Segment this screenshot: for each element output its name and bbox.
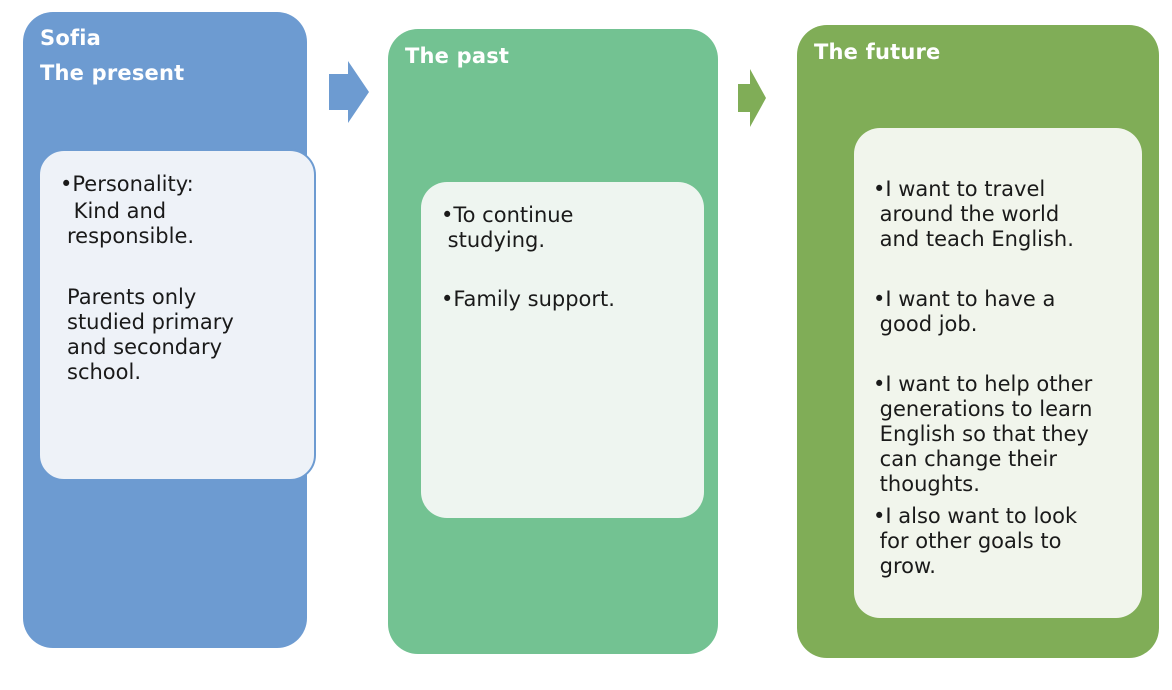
future-title: The future xyxy=(814,40,941,64)
future-card: •I want to travel around the world and t… xyxy=(854,128,1142,618)
future-item-help-generations: •I want to help other generations to lea… xyxy=(873,372,1093,496)
past-card: •To continue studying. •Family support. xyxy=(421,182,704,518)
person-name: Sofia xyxy=(40,26,102,50)
parents-education-text: Parents only studied primary and seconda… xyxy=(67,285,234,384)
arrow-right-icon xyxy=(738,69,766,127)
future-item-travel: •I want to travel around the world and t… xyxy=(873,177,1074,251)
present-card: •Personality: Kind and responsible. Pare… xyxy=(38,149,316,481)
arrow-right-icon xyxy=(329,61,369,123)
personality-label: •Personality: xyxy=(60,172,194,196)
future-panel: The future •I want to travel around the … xyxy=(797,25,1159,658)
present-panel: Sofia The present •Personality: Kind and… xyxy=(23,12,316,648)
personality-value: Kind and responsible. xyxy=(67,199,195,248)
future-item-good-job: •I want to have a good job. xyxy=(873,287,1056,336)
past-panel: The past •To continue studying. •Family … xyxy=(388,29,718,654)
past-item-continue-studying: •To continue studying. xyxy=(441,203,574,252)
past-title: The past xyxy=(405,44,510,68)
future-item-other-goals: •I also want to look for other goals to … xyxy=(873,504,1078,578)
present-title: The present xyxy=(40,61,185,85)
past-item-family-support: •Family support. xyxy=(441,287,615,311)
